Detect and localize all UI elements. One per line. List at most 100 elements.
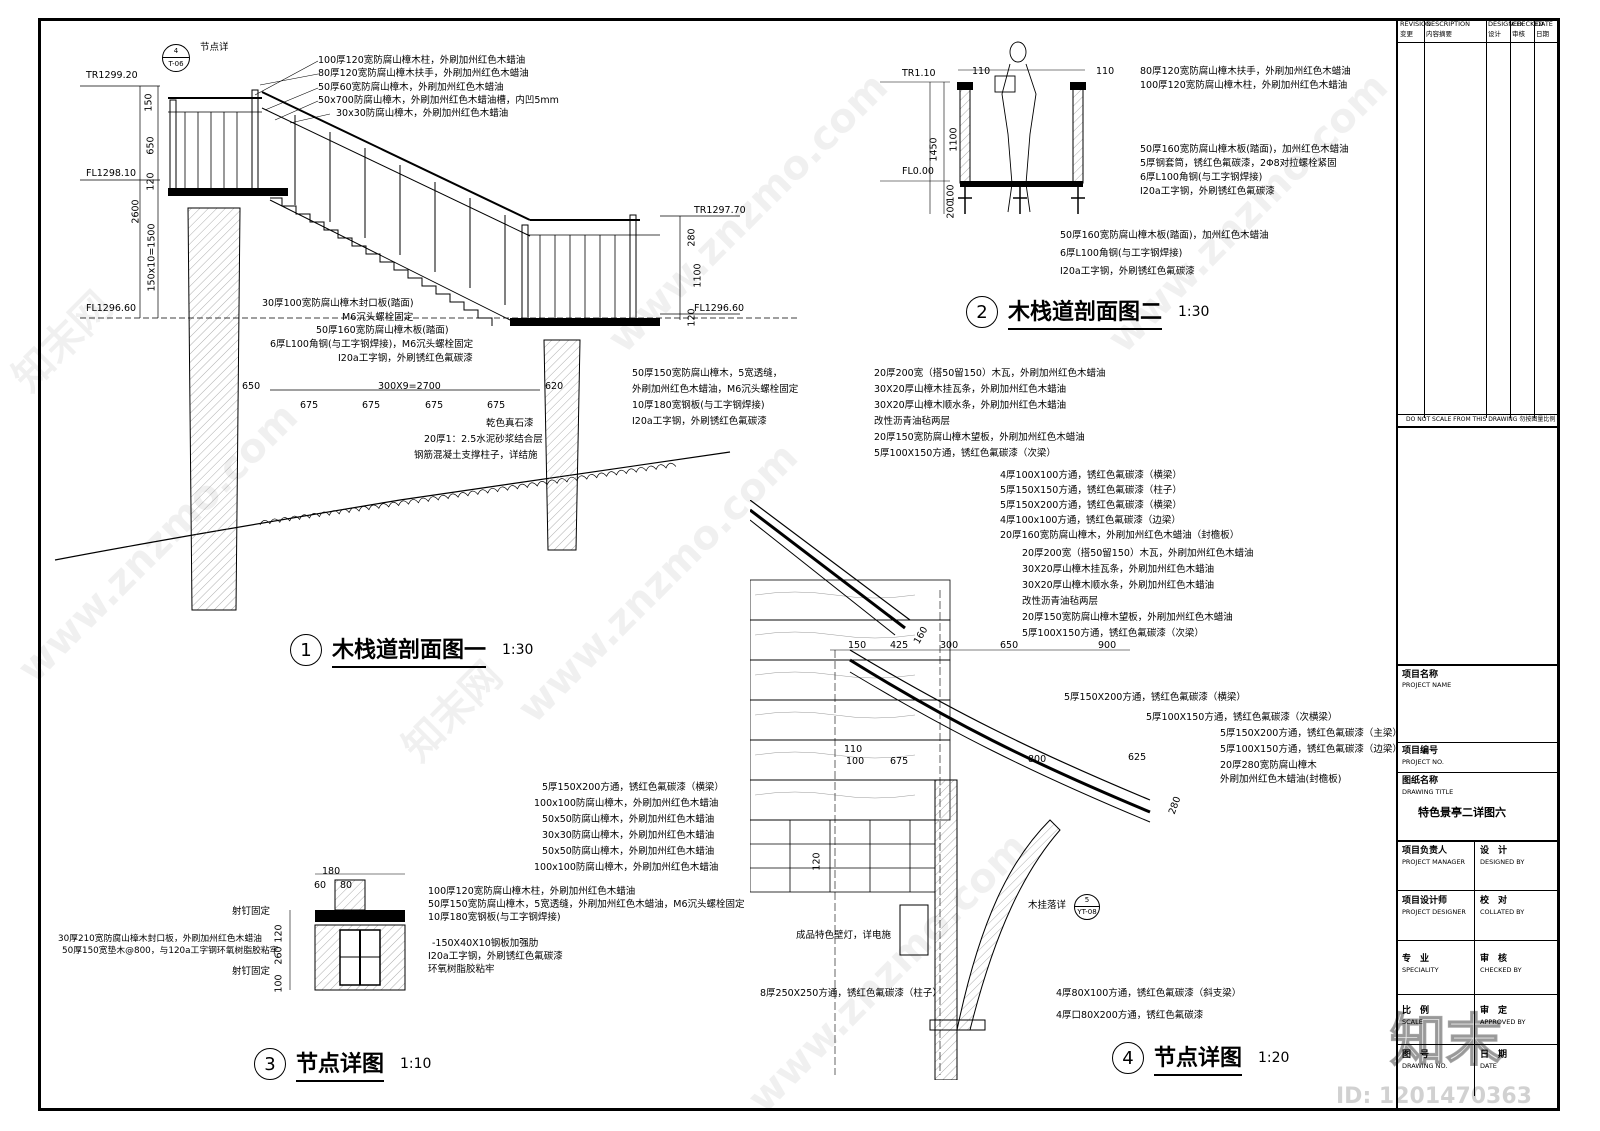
date-label: 日 期	[1480, 1050, 1508, 1060]
project-name-label: 项目名称	[1402, 670, 1439, 680]
d1-note-right-3: 10厚180宽钢板(与工字钢焊接)	[632, 400, 765, 411]
d1-detail-ref-bubble[interactable]: 4 T-06	[162, 44, 190, 72]
revision-header: REVISION 变更 DESCRIPTION 内容摘要 DESIGNED 设计…	[1398, 18, 1560, 43]
rev-col-checked-cn: 审核	[1512, 30, 1525, 38]
d4-dim-2: 425	[890, 640, 909, 651]
scale-en: SCALE	[1402, 1018, 1423, 1026]
d2-dim-4: 1450	[928, 137, 940, 162]
d2-level-fl: FL0.00	[902, 166, 934, 177]
d4-note-top3-4: 改性沥青油毡两层	[1022, 596, 1099, 607]
d3-note-left-2: 30厚210宽防腐山樟木封口板，外刷加州红色木蜡油	[58, 934, 262, 944]
lower-deck	[510, 318, 660, 326]
d4-note-top3-3: 30X20厚山樟木顺水条，外刷加州红色木蜡油	[1022, 580, 1215, 591]
rev-col-desc-cn: 内容摘要	[1426, 30, 1452, 38]
d1-note-right-2: 外刷加州红色木蜡油，M6沉头螺栓固定	[632, 384, 799, 395]
d4-note-top1-3: 30X20厚山樟木顺水条，外刷加州红色木蜡油	[874, 400, 1067, 411]
d4-note-top1-4: 改性沥青油毡两层	[874, 416, 951, 427]
d4-dim-9: 675	[890, 756, 909, 767]
d1-title-number: 1	[290, 634, 322, 666]
d2-scale: 1:30	[1178, 304, 1210, 320]
approved-en: APPROVED BY	[1480, 1018, 1526, 1026]
d2-title-block: 2 木栈道剖面图二 1:30	[966, 294, 1209, 330]
scale-label: 比 例	[1402, 1006, 1430, 1016]
d2-note-right-6: I20a工字钢，外刷锈红色氟碳漆	[1140, 186, 1275, 197]
d3-dim-1: 180	[322, 866, 341, 877]
d4-note-top2-1: 4厚100X100方通，锈红色氟碳漆（横梁）	[1000, 470, 1182, 481]
drawing3-detail	[289, 873, 406, 991]
d1-dim-bottom-4: 675	[425, 400, 444, 411]
d1-note-top-2: 80厚120宽防腐山樟木扶手，外刷加州红色木蜡油	[318, 68, 529, 79]
d1-dim-left-4: 2600	[130, 199, 142, 224]
d3-dim-2: 60	[314, 880, 327, 891]
designed-label: 设 计	[1480, 846, 1508, 856]
d1-note-left-4: 6厚L100角钢(与工字钢焊接)，M6沉头螺栓固定	[270, 339, 474, 350]
rev-col-revision-cn: 变更	[1400, 30, 1413, 38]
d4-dim-13: 120	[811, 852, 823, 871]
designer-label: 项目设计师	[1402, 896, 1448, 906]
d1-dim-bottom-3: 675	[362, 400, 381, 411]
d3-dim-4: 120	[273, 924, 285, 943]
d1-dim-bottom-1: 650	[242, 381, 261, 392]
d4-note-top2-3: 5厚150X200方通，锈红色氟碳漆（横梁）	[1000, 500, 1182, 511]
checked-label: 审 核	[1480, 954, 1508, 964]
d2-title: 木栈道剖面图二	[1008, 294, 1163, 330]
d1-note-left-3: 50厚160宽防腐山樟木板(踏面)	[316, 325, 449, 336]
d4-wall-lamp	[899, 904, 929, 956]
d4-note-top3-1: 20厚200宽（搭50留150）木瓦，外刷加州红色木蜡油	[1022, 548, 1254, 559]
d2-dim-1: 110	[972, 66, 991, 77]
d3-title: 节点详图	[296, 1046, 385, 1082]
drawing-title-label: 图纸名称	[1402, 776, 1439, 786]
d3-dim-6: 100	[273, 974, 285, 993]
upper-deck	[168, 188, 288, 196]
d1-note-base-3: 钢筋混凝土支撑柱子，详结施	[414, 450, 538, 461]
d3-note-right-1: 100厚120宽防腐山樟木柱，外刷加州红色木蜡油	[428, 886, 636, 897]
ground-line	[54, 451, 731, 561]
drawing2-section	[880, 41, 1086, 214]
d4-detail-ref-num: 5	[1075, 895, 1099, 907]
watermark-id: ID: 1201470363	[1336, 1084, 1532, 1109]
left-concrete-column	[187, 207, 241, 611]
d4-note-left-6: 100x100防腐山樟木，外刷加州红色木蜡油	[534, 862, 719, 873]
d4-note-lamp: 成品特色壁灯，详电施	[796, 930, 892, 941]
d4-detail-ref-sheet: YT-08	[1077, 908, 1097, 916]
rev-col-revision-en: REVISION	[1400, 20, 1432, 28]
d1-dim-left-1: 150	[143, 93, 155, 112]
d3-note-right-5: I20a工字钢，外刷锈红色氟碳漆	[428, 951, 563, 962]
rev-col-date-cn: 日期	[1536, 30, 1549, 38]
d1-note-right-1: 50厚150宽防腐山樟木，5宽透缝，	[632, 368, 783, 379]
d2-note-bottom-3: I20a工字钢，外刷锈红色氟碳漆	[1060, 266, 1195, 277]
d3-note-right-3: 10厚180宽钢板(与工字钢焊接)	[428, 912, 561, 923]
designer-en: PROJECT DESIGNER	[1402, 908, 1466, 916]
d4-lattice	[750, 819, 936, 893]
d3-note-left-3: 50厚150宽垫木@800，与120a工字钢环氧树脂胶粘牢	[62, 946, 279, 956]
d4-note-left-5: 50x50防腐山樟木，外刷加州红色木蜡油	[542, 846, 715, 857]
d4-detail-ref-label: 木挂落详	[1028, 900, 1067, 911]
d2-deck	[960, 181, 1083, 187]
specialty-en: SPECIALITY	[1402, 966, 1439, 974]
d2-note-bottom-1: 50厚160宽防腐山樟木板(踏面)，加州红色木蜡油	[1060, 230, 1269, 241]
d4-note-mid-1: 5厚150X200方通，锈红色氟碳漆（横梁）	[1064, 692, 1246, 703]
d1-note-base-1: 乾色真石漆	[486, 418, 534, 429]
drawing-no-en: DRAWING NO.	[1402, 1062, 1448, 1070]
d1-level-fl-mid: FL1298.10	[86, 168, 137, 179]
rev-col-date-en: DATE	[1536, 20, 1553, 28]
d1-level-fl-right: FL1296.60	[694, 303, 745, 314]
d4-detail-ref-bubble[interactable]: 5 YT-08	[1074, 894, 1100, 920]
drawing1-section	[54, 85, 800, 611]
d4-note-top1-6: 5厚100X150方通，锈红色氟碳漆（次梁）	[874, 448, 1056, 459]
d4-note-top2-2: 5厚150X150方通，锈红色氟碳漆（柱子）	[1000, 485, 1182, 496]
d1-dim-left-5: 150x10=1500	[146, 223, 158, 292]
d1-level-tr-right: TR1297.70	[694, 205, 746, 216]
d2-level-tr: TR1.10	[902, 68, 936, 79]
d1-detail-ref-num: 4	[163, 45, 189, 58]
d1-title-block: 1 木栈道剖面图一 1:30	[290, 632, 533, 668]
d4-note-column: 8厚250X250方通，锈红色氟碳漆（柱子）	[760, 988, 942, 999]
d4-note-mid-6: 外刷加州红色木蜡油(封檐板)	[1220, 774, 1342, 785]
d2-dim-2: 110	[1096, 66, 1115, 77]
d4-title-number: 4	[1112, 1042, 1144, 1074]
d2-note-right-1: 80厚120宽防腐山樟木扶手，外刷加州红色木蜡油	[1140, 66, 1351, 77]
d1-dim-bottom-2: 675	[300, 400, 319, 411]
d4-column	[934, 779, 958, 1080]
title-block-panel: REVISION 变更 DESCRIPTION 内容摘要 DESIGNED 设计…	[1396, 18, 1560, 1111]
project-no-label: 项目编号	[1402, 746, 1439, 756]
